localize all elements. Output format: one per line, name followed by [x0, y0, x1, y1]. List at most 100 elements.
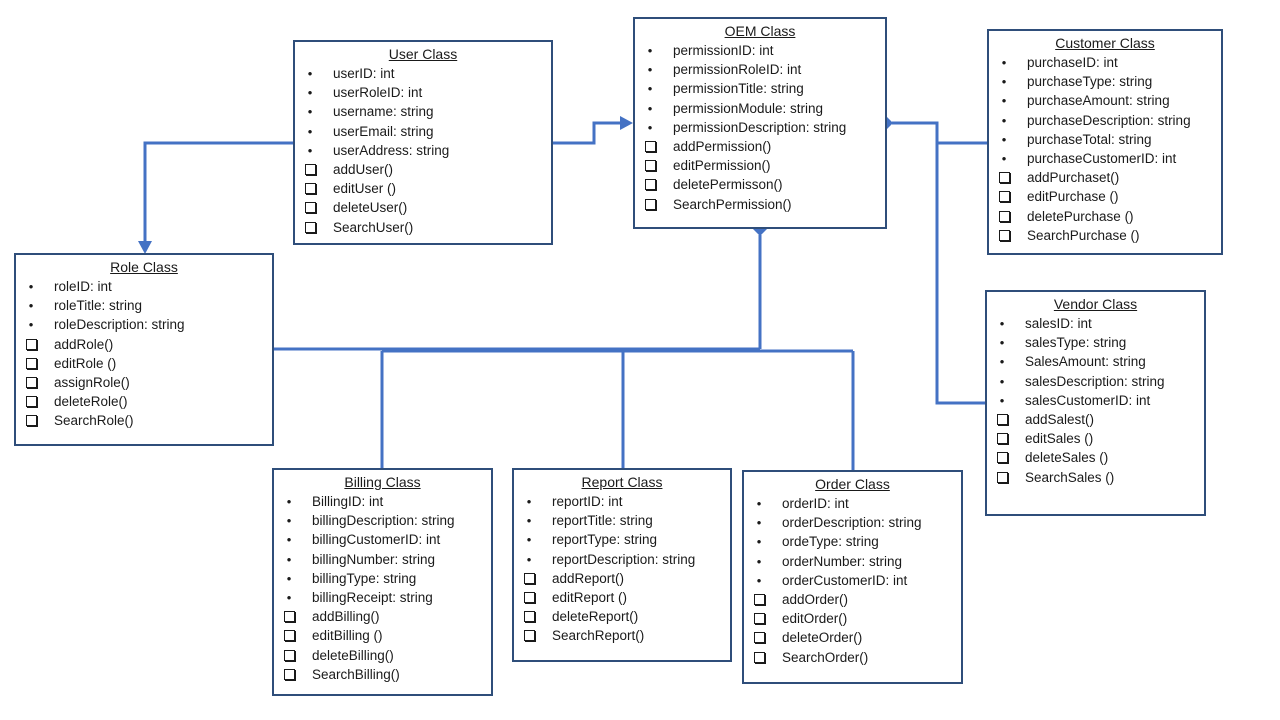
method-text: assignRole() — [54, 375, 130, 391]
bullet-icon: • — [756, 515, 762, 531]
method-row: editRole () — [16, 354, 272, 373]
attribute-text: reportDescription: string — [552, 551, 696, 567]
attribute-row: • userID: int — [295, 64, 551, 83]
attribute-text: billingNumber: string — [312, 551, 436, 567]
checkbox-square-icon — [997, 433, 1008, 445]
attribute-row: •reportType: string — [514, 530, 730, 549]
connector-oem-vendor — [935, 143, 986, 405]
attribute-row: • userAddress: string — [295, 141, 551, 160]
bullet-icon: • — [307, 104, 313, 120]
attribute-row: •reportTitle: string — [514, 511, 730, 530]
method-row: addRole() — [16, 335, 272, 354]
attribute-row: •roleID: int — [16, 277, 272, 296]
attribute-row: •billingType: string — [274, 569, 491, 588]
bullet-icon: • — [307, 142, 313, 158]
bullet-icon: • — [999, 335, 1005, 351]
attribute-row: •purchaseCustomerID: int — [989, 149, 1221, 168]
checkbox-square-icon — [305, 183, 316, 195]
method-text: addBilling() — [312, 609, 380, 625]
order-class-title: Order Class — [815, 476, 890, 492]
oem-class-box: OEM Class•permissionID: int•permissionRo… — [633, 17, 887, 229]
method-row: editSales () — [987, 429, 1204, 448]
attribute-text: salesCustomerID: int — [1025, 392, 1151, 408]
attribute-row: •reportDescription: string — [514, 550, 730, 569]
attribute-row: •purchaseTotal: string — [989, 130, 1221, 149]
bullet-icon: • — [286, 551, 292, 567]
attribute-row: • billingNumber: string — [274, 550, 491, 569]
checkbox-square-icon — [26, 396, 37, 408]
method-row: deleteReport() — [514, 607, 730, 626]
attribute-row: •salesDescription: string — [987, 372, 1204, 391]
attribute-text: userEmail: string — [333, 123, 434, 139]
method-row: deleteUser() — [295, 198, 551, 217]
checkbox-square-icon — [26, 357, 37, 369]
report-class-title: Report Class — [581, 474, 663, 490]
attribute-text: userID: int — [333, 66, 395, 81]
method-text: deletePurchase () — [1027, 208, 1134, 224]
oem-class-title: OEM Class — [724, 23, 796, 39]
attribute-row: •purchaseID: int — [989, 53, 1221, 72]
method-text: deleteRole() — [54, 394, 128, 410]
vendor-class-box: Vendor Class•salesID: int•salesType: str… — [985, 290, 1206, 516]
checkbox-square-icon — [284, 611, 295, 623]
bullet-icon: • — [526, 494, 532, 509]
bullet-icon: • — [647, 81, 653, 97]
method-row: addPurchaset() — [989, 168, 1221, 187]
bullet-icon: • — [286, 513, 292, 529]
method-row: SearchSales () — [987, 468, 1204, 487]
method-text: deleteUser() — [333, 200, 408, 216]
bullet-icon: • — [28, 317, 34, 333]
method-text: editPurchase () — [1027, 189, 1119, 205]
bullet-icon: • — [307, 66, 313, 81]
bullet-icon: • — [286, 532, 292, 548]
method-row: deleteOrder() — [744, 628, 961, 647]
method-row: addOrder() — [744, 590, 961, 609]
bullet-icon: • — [647, 43, 653, 58]
attribute-row: • permissionDescription: string — [635, 118, 885, 137]
attribute-row: •permissionID: int — [635, 41, 885, 60]
attribute-row: • salesType: string — [987, 333, 1204, 352]
attribute-row: •purchaseType: string — [989, 72, 1221, 91]
attribute-row: •BillingID: int — [274, 492, 491, 511]
attribute-text: salesDescription: string — [1025, 373, 1165, 389]
attribute-text: userRoleID: int — [333, 85, 423, 101]
attribute-text: purchaseAmount: string — [1027, 93, 1170, 109]
method-text: addPermission() — [673, 139, 772, 155]
bullet-icon: • — [286, 590, 292, 606]
checkbox-square-icon — [524, 611, 535, 623]
checkbox-square-icon — [284, 668, 295, 680]
user-class-box: User Class•userID: int•userRoleID: int•u… — [293, 40, 553, 245]
method-text: deleteBilling() — [312, 647, 394, 663]
checkbox-square-icon — [26, 338, 37, 350]
attribute-text: userAddress: string — [333, 142, 450, 158]
bullet-icon: • — [647, 119, 653, 135]
method-row: addSalest() — [987, 410, 1204, 429]
attribute-text: billingDescription: string — [312, 513, 455, 529]
attribute-text: permissionDescription: string — [673, 119, 847, 135]
attribute-row: •roleDescription: string — [16, 315, 272, 334]
bullet-icon: • — [756, 534, 762, 550]
checkbox-square-icon — [999, 191, 1010, 203]
bullet-icon: • — [999, 354, 1005, 370]
method-text: SearchPermission() — [673, 196, 792, 212]
method-text: SearchUser() — [333, 219, 414, 235]
arrowhead-role — [138, 241, 152, 254]
checkbox-square-icon — [645, 198, 656, 210]
method-text: deleteOrder() — [782, 630, 863, 646]
checkbox-square-icon — [524, 630, 535, 642]
attribute-row: • billingDescription: string — [274, 511, 491, 530]
checkbox-square-icon — [999, 172, 1010, 184]
customer-class-box: Customer Class•purchaseID: int•purchaseT… — [987, 29, 1223, 255]
method-row: addUser() — [295, 160, 551, 179]
method-text: editPermission() — [673, 158, 771, 174]
attribute-text: salesType: string — [1025, 335, 1127, 351]
method-row: addPermission() — [635, 137, 885, 156]
attribute-row: •permissionModule: string — [635, 99, 885, 118]
bullet-icon: • — [647, 62, 653, 78]
attribute-text: billingCustomerID: int — [312, 532, 441, 548]
checkbox-square-icon — [645, 141, 656, 153]
method-row: addBilling() — [274, 607, 491, 626]
attribute-text: purchaseType: string — [1027, 74, 1153, 90]
attribute-row: •orderNumber: string — [744, 552, 961, 571]
